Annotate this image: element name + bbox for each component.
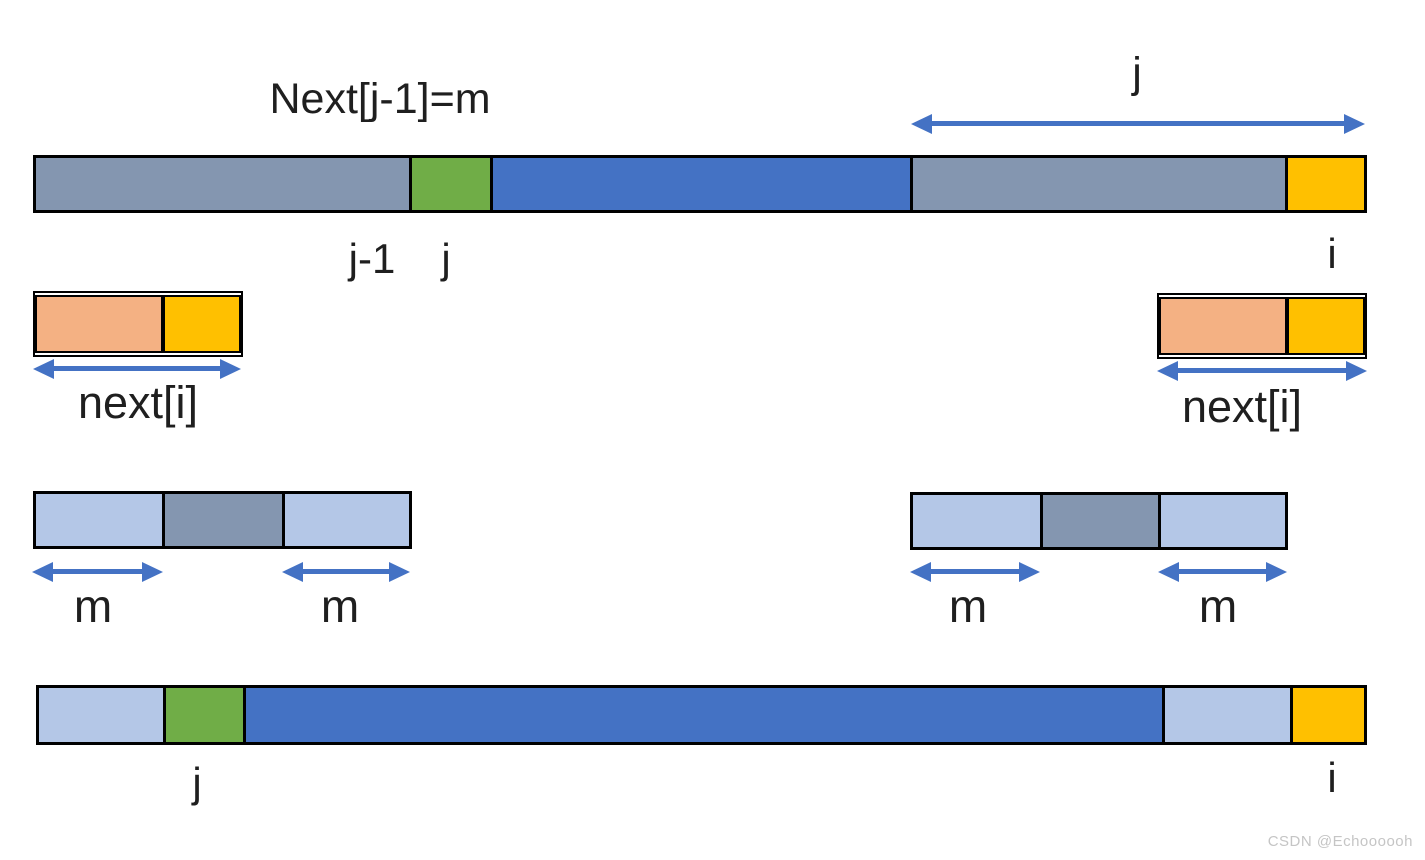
next-right-segment-yellow — [1287, 297, 1365, 355]
mid-right-segment-3-lightblue — [1158, 495, 1285, 547]
next-left-segment-yellow — [163, 295, 241, 353]
next-right-segment-peach — [1159, 297, 1287, 355]
bottom-bar-segment-prefix-lightblue — [39, 688, 163, 742]
mid-left-segment-2-slate — [162, 494, 282, 546]
bottom-i-label: i — [1327, 754, 1337, 801]
row1-j-label: j — [441, 235, 451, 282]
next-left-segment-peach — [35, 295, 163, 353]
next-left-label: next[i] — [77, 377, 199, 428]
mid-left-m1-arrow — [51, 569, 144, 574]
mid-right-bar — [910, 492, 1288, 550]
top-pattern-bar — [33, 155, 1367, 213]
formula-label: Next[j-1]=m — [269, 75, 491, 123]
mid-left-segment-1-lightblue — [36, 494, 162, 546]
top-j-span-arrow — [930, 121, 1346, 126]
mid-left-bar — [33, 491, 412, 549]
mid-left-m1-label: m — [73, 580, 113, 632]
bottom-bar-segment-middle-blue — [243, 688, 1162, 742]
mid-left-m2-arrow — [301, 569, 391, 574]
bottom-bar-segment-i-yellow — [1290, 688, 1364, 742]
top-bar-segment-j-green — [409, 158, 490, 210]
mid-left-segment-3-lightblue — [282, 494, 409, 546]
mid-right-m1-label: m — [948, 580, 988, 632]
top-bar-segment-suffix-slate — [910, 158, 1285, 210]
bottom-bar-segment-j-green — [163, 688, 243, 742]
mid-left-m2-label: m — [320, 580, 360, 632]
next-right-label: next[i] — [1181, 381, 1303, 432]
mid-right-m2-arrow — [1177, 569, 1268, 574]
csdn-watermark: CSDN @Echoooooh — [1267, 833, 1413, 850]
top-bar-segment-i-yellow — [1285, 158, 1364, 210]
mid-right-segment-2-slate — [1040, 495, 1158, 547]
next-right-bar — [1157, 293, 1367, 359]
bottom-bar-segment-suffix-lightblue — [1162, 688, 1290, 742]
next-left-bar — [33, 291, 243, 357]
mid-right-segment-1-lightblue — [913, 495, 1040, 547]
mid-right-m2-label: m — [1198, 580, 1238, 632]
row1-j-minus-1-label: j-1 — [348, 235, 396, 282]
bottom-pattern-bar — [36, 685, 1367, 745]
bottom-j-label: j — [192, 759, 202, 806]
next-right-span-arrow — [1176, 368, 1348, 373]
row1-i-label: i — [1327, 230, 1337, 277]
top-bar-segment-middle-blue — [490, 158, 910, 210]
top-span-j-label: j — [1132, 49, 1142, 97]
mid-right-m1-arrow — [929, 569, 1021, 574]
next-left-span-arrow — [52, 366, 222, 371]
top-bar-segment-prefix-slate — [36, 158, 409, 210]
